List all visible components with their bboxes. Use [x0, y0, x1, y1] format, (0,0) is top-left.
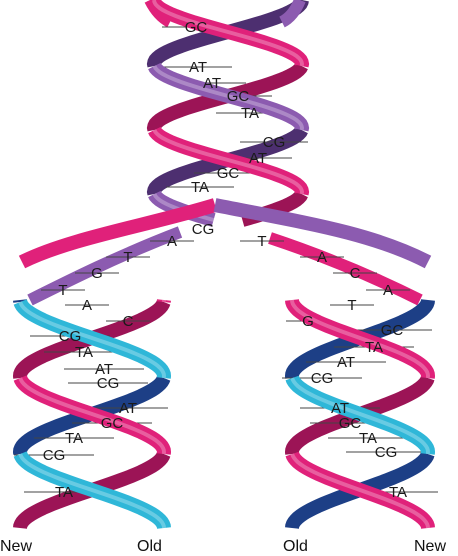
label-right-old-strand: Old	[283, 538, 308, 555]
parent-base-pair-label: AT	[203, 75, 221, 92]
front-strands-layer	[20, 0, 428, 528]
right-daughter-pair-label: CG	[311, 370, 334, 387]
back-strands-layer	[20, 0, 428, 528]
label-left-old-strand: Old	[137, 538, 162, 555]
left-daughter-pair-label: CG	[43, 447, 66, 464]
left-daughter-pair-label: GC	[101, 415, 124, 432]
parent-base-pair-label: GC	[217, 165, 240, 182]
right-daughter-pair-label: AT	[337, 354, 355, 371]
fork-right-base-label: T	[257, 233, 266, 250]
fork-left-base-label: C	[123, 313, 134, 330]
right-daughter-pair-label: GC	[381, 322, 404, 339]
left-daughter-pair-label: CG	[59, 328, 82, 345]
fork-left-base-label: T	[58, 282, 67, 299]
parent-base-pair-label: CG	[263, 134, 286, 151]
fork-center-pair-label: CG	[192, 221, 215, 238]
label-right-new-strand: New	[414, 538, 446, 555]
left-daughter-pair-label: TA	[65, 430, 83, 447]
right-daughter-pair-label: TA	[365, 339, 383, 356]
parent-base-pair-label: GC	[227, 88, 250, 105]
fork-right-base-label: G	[302, 313, 314, 330]
fork-left-base-label: A	[82, 297, 92, 314]
fork-left-base-label: A	[167, 233, 177, 250]
right-daughter-pair-label: TA	[389, 484, 407, 501]
fork-right-base-label: A	[317, 249, 327, 266]
parent-base-pair-label: TA	[241, 105, 259, 122]
parent-base-pair-label: GC	[185, 19, 208, 36]
left-daughter-pair-label: TA	[55, 484, 73, 501]
parent-base-pair-label: TA	[191, 179, 209, 196]
label-left-new-strand: New	[0, 538, 32, 555]
left-daughter-pair-label: TA	[75, 344, 93, 361]
parent-base-pair-label: AT	[249, 150, 267, 167]
fork-left-base-label: T	[123, 249, 132, 266]
fork-right-base-label: A	[383, 282, 393, 299]
right-daughter-pair-label: CG	[375, 444, 398, 461]
fork-right-base-label: T	[347, 297, 356, 314]
fork-right-base-label: C	[350, 265, 361, 282]
left-daughter-pair-label: CG	[97, 375, 120, 392]
fork-left-base-label: G	[91, 265, 103, 282]
parent-base-pair-label: AT	[189, 59, 207, 76]
